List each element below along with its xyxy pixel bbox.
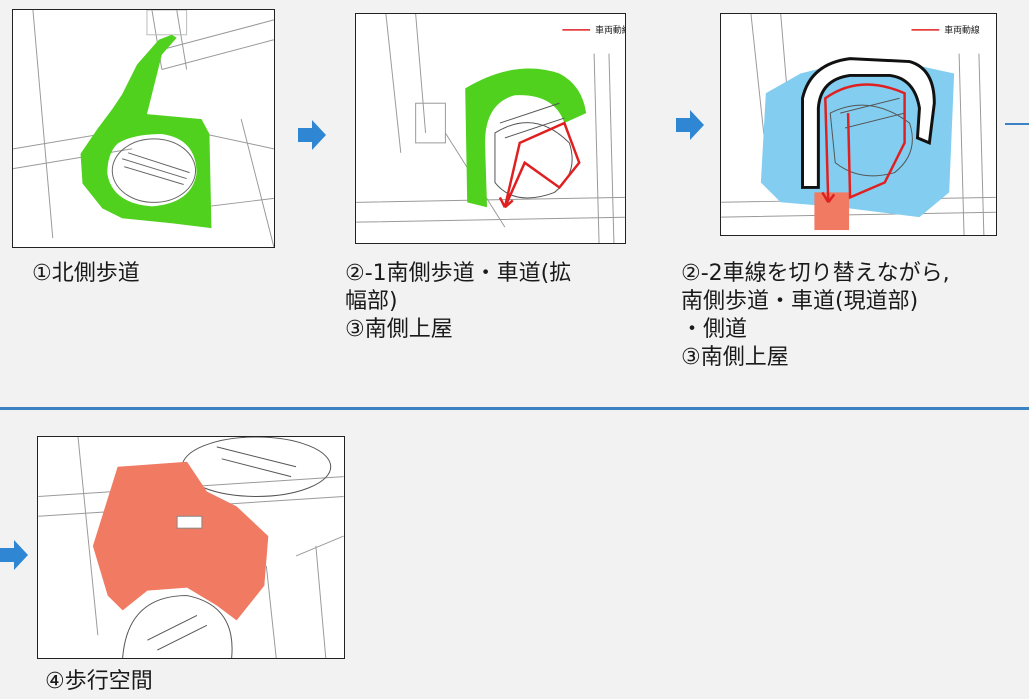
map-panel-step-2-2: 車両動線 [720, 13, 997, 236]
map-step-4-svg [38, 437, 344, 658]
terminal-outline [829, 97, 913, 177]
small-building [176, 515, 203, 529]
salmon-pedestrian-space [92, 461, 269, 621]
terminal-south [122, 595, 233, 658]
arrow-right-icon [298, 120, 326, 154]
hatched-temporary-lane [801, 57, 936, 189]
green-north-sidewalk [80, 34, 212, 229]
section-divider [0, 407, 1029, 410]
terminal-north [181, 437, 332, 497]
terminal-outline [494, 102, 573, 199]
map-step-2-2-svg: 車両動線 [721, 14, 996, 235]
caption-step-2-2: ②-2車線を切り替えながら, 南側歩道・車道(現道部) ・側道 ③南側上屋 [681, 261, 950, 370]
map-panel-step-1 [12, 9, 275, 248]
vehicle-route-line [498, 121, 581, 209]
arrow-right-icon [0, 540, 28, 574]
map-step-1-svg [13, 10, 274, 247]
vehicle-route-line [821, 83, 906, 204]
bus-terminal-shelter [111, 138, 197, 203]
legend-route-label: 車両動線 [595, 24, 625, 36]
caption-step-2-1: ②-1南側歩道・車道(拡 幅部) ③南側上屋 [345, 261, 572, 342]
map-panel-step-2-1: 車両動線 [355, 13, 626, 244]
green-south-sidewalk-widening [465, 68, 587, 208]
caption-step-1: ①北側歩道 [32, 261, 140, 286]
map-base-lines [13, 10, 274, 247]
caption-step-4: ④歩行空間 [45, 669, 153, 694]
legend-route-label: 車両動線 [944, 24, 980, 36]
map-base-lines [356, 14, 625, 243]
arrow-right-icon [676, 110, 704, 144]
map-step-2-1-svg: 車両動線 [356, 14, 625, 243]
map-panel-step-4 [37, 436, 345, 659]
continuation-line [1005, 123, 1029, 125]
